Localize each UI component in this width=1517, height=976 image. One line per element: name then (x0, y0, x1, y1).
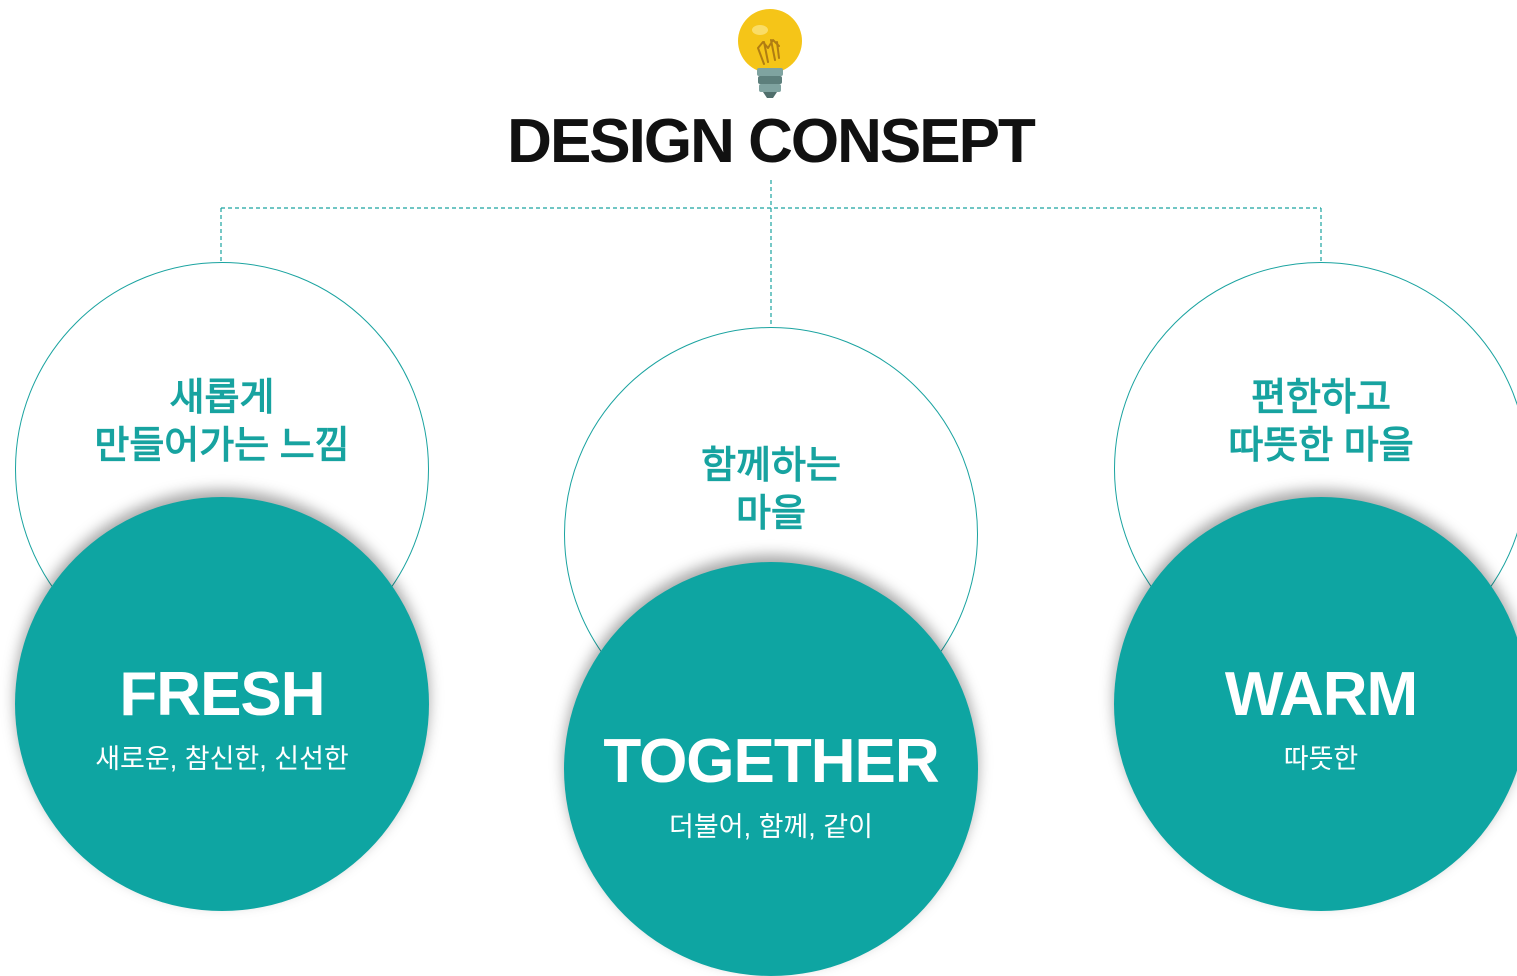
warm-feeling-line2: 따뜻한 마을 (1228, 425, 1414, 467)
together-feeling-line1: 함께하는 (701, 445, 841, 487)
fresh-feeling-text: 새롭게 만들어가는 느낌 (15, 374, 429, 470)
page-title: DESIGN CONSEPT (507, 107, 1036, 176)
fresh-feeling-line2: 만들어가는 느낌 (94, 425, 350, 467)
warm-keyword-circle (1114, 497, 1517, 911)
warm-feeling-text: 편한하고 따뜻한 마을 (1114, 374, 1517, 470)
fresh-feeling-line1: 새롭게 (169, 377, 275, 419)
fresh-keyword-circle (15, 497, 429, 911)
together-keyword-circle (564, 562, 978, 976)
lightbulb-icon (738, 9, 802, 98)
fresh-keyword: FRESH (119, 660, 325, 729)
warm-feeling-line1: 편한하고 (1251, 377, 1391, 419)
together-description: 더불어, 함께, 같이 (669, 812, 873, 842)
together-feeling-text: 함께하는 마을 (564, 442, 978, 538)
together-feeling-line2: 마을 (736, 493, 806, 535)
together-keyword: TOGETHER (603, 727, 939, 796)
warm-description: 따뜻한 (1283, 744, 1359, 774)
warm-keyword: WARM (1224, 660, 1418, 729)
fresh-description: 새로운, 참신한, 신선한 (95, 744, 349, 774)
